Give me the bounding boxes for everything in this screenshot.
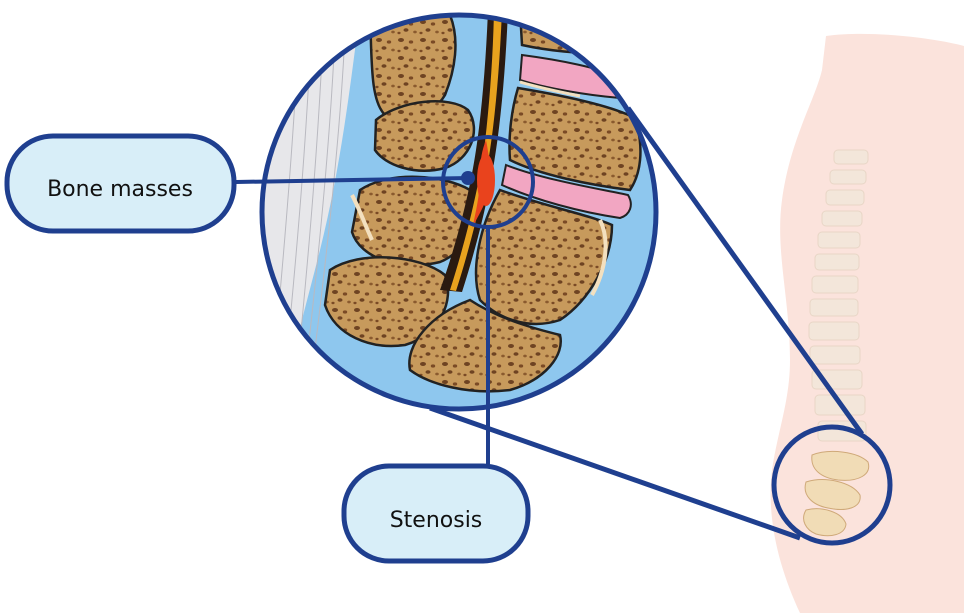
stenosis-label: Stenosis <box>390 508 483 533</box>
bone-masses-label: Bone masses <box>47 177 193 202</box>
body-silhouette <box>771 34 964 613</box>
bone-masses-marker-icon <box>461 171 475 185</box>
